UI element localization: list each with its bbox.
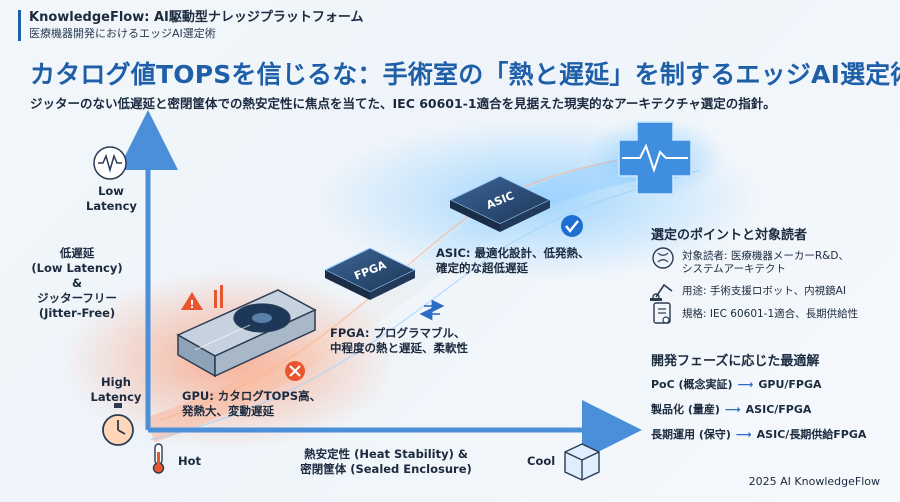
thermometer-icon (152, 443, 165, 474)
phase-label: 長期運用 (保守) (651, 428, 731, 441)
brand-subtitle: 医療機器開発におけるエッジAI選定術 (29, 27, 216, 40)
stopwatch-icon (102, 403, 134, 446)
asic-caption: ASIC: 最適化設計、低発熱、 確定的な超低遅延 (436, 246, 590, 275)
point-audience: 対象読者: 医療機器メーカーR&D、 システムアーキテクト (682, 250, 849, 275)
svg-text:!: ! (189, 298, 194, 311)
y-axis-title: 低遅延 (Low Latency) & ジッターフリー (Jitter-Free… (31, 246, 123, 320)
x-axis-hot-label: Hot (178, 454, 202, 468)
arrow-right-icon: ⟶ (735, 428, 752, 441)
gpu-card (176, 289, 317, 378)
certificate-icon (653, 302, 671, 324)
heat-icon (214, 285, 223, 308)
phase-row-production: 製品化 (量産) ⟶ ASIC/FPGA (651, 401, 811, 417)
phase-solution: ASIC/長期供給FPGA (756, 428, 867, 441)
asic-chip: ASIC (448, 175, 552, 232)
x-axis-cool-label: Cool (527, 454, 556, 468)
robot-arm-icon (650, 283, 673, 301)
y-axis-bottom-label: High Latency (90, 375, 142, 404)
cool-box-icon (564, 443, 600, 481)
check-icon (561, 215, 583, 237)
medical-cross-icon (585, 117, 725, 197)
arrow-right-icon: ⟶ (724, 403, 741, 416)
phase-solution: GPU/FPGA (758, 378, 822, 391)
fpga-caption: FPGA: プログラマブル、 中程度の熱と遅延、柔軟性 (330, 326, 468, 355)
brain-icon (652, 247, 674, 269)
phases-heading: 開発フェーズに応じた最適解 (651, 354, 820, 369)
x-axis-title: 熱安定性 (Heat Stability) & 密閉筐体 (Sealed Enc… (300, 447, 472, 476)
point-standard: 規格: IEC 60601-1適合、長期供給性 (682, 308, 859, 320)
footer-copyright: 2025 AI KnowledgeFlow (748, 475, 880, 488)
phase-solution: ASIC/FPGA (745, 403, 812, 416)
phase-label: PoC (概念実証) (651, 378, 733, 391)
points-heading: 選定のポイントと対象読者 (651, 228, 808, 243)
error-icon (285, 361, 305, 381)
y-axis-top-label: Low Latency (86, 184, 137, 213)
phase-row-poc: PoC (概念実証) ⟶ GPU/FPGA (651, 376, 822, 392)
waveform-icon (93, 146, 127, 180)
fpga-chip: FPGA (323, 247, 417, 300)
headline: カタログ値TOPSを信じるな：手術室の「熱と遅延」を制するエッジAI選定術 (30, 60, 900, 89)
brand-block: KnowledgeFlow: AI駆動型ナレッジプラットフォーム 医療機器開発に… (18, 10, 363, 41)
gpu-caption: GPU: カタログTOPS高、 発熱大、変動遅延 (182, 389, 322, 418)
point-use-case: 用途: 手術支援ロボット、内視鏡AI (682, 285, 846, 297)
brand-title: KnowledgeFlow: AI駆動型ナレッジプラットフォーム (29, 10, 364, 25)
phase-label: 製品化 (量産) (651, 403, 720, 416)
warning-icon: ! (181, 292, 203, 311)
phase-row-maintenance: 長期運用 (保守) ⟶ ASIC/長期供給FPGA (651, 426, 866, 442)
arrow-right-icon: ⟶ (737, 378, 754, 391)
subheadline: ジッターのない低遅延と密閉筐体での熱安定性に焦点を当てた、IEC 60601-1… (30, 96, 776, 111)
swap-arrows-icon (419, 299, 445, 321)
